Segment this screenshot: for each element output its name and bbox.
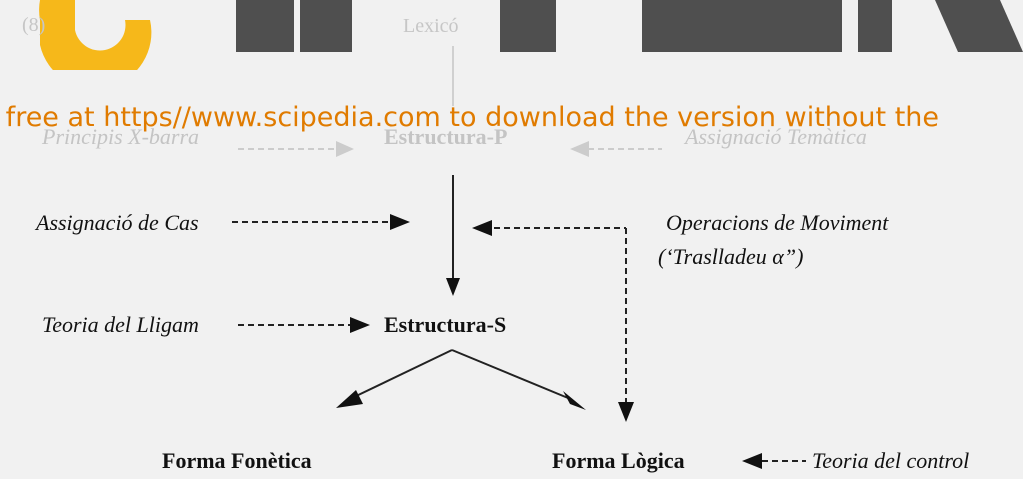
arrowhead-principis [336, 141, 354, 157]
node-lexico: Lexicó [403, 15, 459, 37]
arrowhead-forma-fonetica [336, 390, 363, 408]
arrowhead-control [742, 453, 762, 469]
logo-letter-i [300, 0, 352, 52]
arrowhead-moviment [472, 220, 492, 236]
node-forma-fonetica: Forma Fonètica [162, 448, 312, 473]
logo-letter-a [935, 0, 1023, 52]
arrowhead-cas [390, 214, 410, 230]
module-assignacio-tematica: Assignació Temàtica [685, 124, 867, 149]
module-operacions-moviment: Operacions de Moviment [666, 210, 889, 235]
arrowhead-to-forma-logica [618, 402, 634, 422]
logo-letter-p [500, 0, 556, 52]
node-forma-logica: Forma Lògica [552, 448, 685, 473]
node-estructura-p: Estructura-P [384, 124, 508, 149]
example-number: (8) [22, 14, 46, 36]
module-principis-x-barra: Principis X-barra [42, 124, 200, 149]
node-estructura-s: Estructura-S [384, 312, 507, 337]
logo-c-shape [39, 0, 152, 70]
watermark-logo-shapes [39, 0, 1023, 70]
arrowhead-to-estructura-s [446, 278, 460, 296]
module-teoria-lligam: Teoria del Lligam [42, 312, 199, 337]
arrowhead-tematica [570, 141, 589, 157]
watermark-banner-text: r free at https//www.scipedia.com to dow… [0, 102, 940, 133]
watermark-banner: r free at https//www.scipedia.com to dow… [0, 96, 1023, 140]
line-to-forma-logica [451, 349, 569, 399]
arrowhead-forma-logica [563, 391, 586, 410]
logo-letter-t [236, 0, 294, 52]
arrowhead-lligam [350, 317, 370, 333]
logo-letter-d [858, 0, 892, 52]
module-assignacio-cas: Assignació de Cas [36, 210, 199, 235]
line-to-forma-fonetica [351, 349, 453, 399]
logo-letter-e [642, 0, 842, 52]
module-teoria-control: Teoria del control [812, 448, 970, 473]
module-operacions-moviment-sub: (‘Traslladeu α”) [658, 244, 804, 269]
